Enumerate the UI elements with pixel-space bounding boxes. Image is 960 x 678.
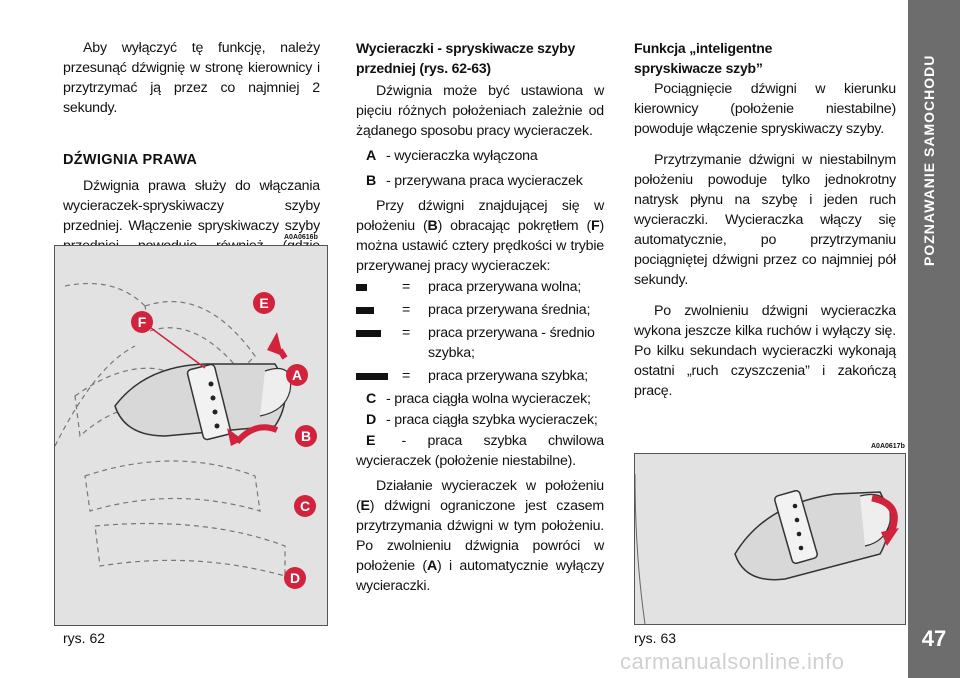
- position-d: D - praca ciągła szybka wycieraczek;: [366, 410, 604, 430]
- interval-paragraph: Przy dźwigni znajdującej się w położeniu…: [356, 196, 604, 276]
- speed-bar: [356, 330, 381, 337]
- smart-washer-heading-line1: Funkcja „inteligentne: [634, 40, 773, 56]
- speed-bar-icon: [356, 366, 402, 386]
- figure-63: [634, 453, 906, 625]
- position-b: B - przerywana praca wycieraczek: [366, 171, 604, 191]
- position-c-text: - praca ciągła wolna wycieraczek;: [386, 391, 591, 407]
- column-right: Funkcja „inteligentne spryskiwacze szyb”…: [634, 38, 896, 401]
- speed-bar-icon: [356, 300, 402, 320]
- position-e: E - praca szybka chwilowa wycieraczek (p…: [356, 431, 604, 471]
- fig62-caption: rys. 62: [63, 630, 106, 646]
- speed-bar-icon: [356, 277, 402, 297]
- fig63-lever-drawing: [634, 473, 899, 625]
- section-heading-right-lever: DŹWIGNIA PRAWA: [63, 152, 198, 168]
- watermark: carmanualsonline.info: [620, 649, 845, 674]
- wipers-heading-close: ): [486, 60, 491, 76]
- pos-e-key-a: A: [426, 558, 437, 574]
- position-d-key: D: [366, 412, 377, 428]
- fig63-caption: rys. 63: [634, 630, 677, 646]
- speed-text: praca przerywana średnia;: [428, 302, 591, 318]
- position-c: C - praca ciągła wolna wycieraczek;: [366, 389, 604, 409]
- position-a: A - wycieraczka wyłączona: [366, 146, 604, 166]
- position-e-key: E: [366, 433, 376, 449]
- speed-text: praca przerywana wolna;: [428, 279, 582, 295]
- speed-bar: [356, 307, 374, 314]
- position-b-key: B: [366, 173, 377, 189]
- column-middle: Wycieraczki - spryskiwacze szyby przedni…: [356, 38, 604, 596]
- pos-e-text-3: ) i automatycznie wyłączy wycieraczki.: [356, 558, 604, 594]
- wipers-heading: Wycieraczki - spryskiwacze szyby przedni…: [356, 38, 604, 78]
- figure-62: F E A B C D: [54, 245, 328, 626]
- speed-item: = praca przerywana wolna;: [356, 277, 604, 297]
- position-d-text: - praca ciągła szybka wycieraczek;: [386, 412, 598, 428]
- position-e-text: - praca szybka chwilowa wycieraczek (poł…: [356, 433, 604, 469]
- fig62-code: A0A0616b: [284, 234, 318, 241]
- position-e-paragraph: Działanie wycieraczek w położeniu (E) dź…: [356, 476, 604, 596]
- speed-item: = praca przerywana szybka;: [356, 366, 604, 386]
- speed-equals: =: [402, 279, 411, 295]
- smart-washer-p3: Po zwolnieniu dźwigni wycieraczka wykona…: [634, 303, 896, 399]
- interval-key-f: F: [591, 218, 600, 234]
- section-title: POZNAWANIE SAMOCHODU: [921, 54, 937, 266]
- interval-text-1: Przy dźwigni znajdującej się w położeniu…: [356, 198, 604, 234]
- fig62-label-e: E: [259, 295, 268, 311]
- speed-equals: =: [402, 325, 411, 341]
- fig62-label-d: D: [290, 570, 300, 586]
- interval-text-2: ) obracając pokrętłem (: [437, 218, 592, 234]
- smart-washer-heading: Funkcja „inteligentne spryskiwacze szyb”: [634, 38, 896, 78]
- interval-key-b: B: [427, 218, 438, 234]
- smart-washer-heading-line2: spryskiwacze szyb”: [634, 60, 763, 76]
- speed-list: = praca przerywana wolna; = praca przerywan…: [356, 277, 604, 386]
- speed-text: praca przerywana - średnio szybka;: [428, 325, 595, 361]
- wipers-heading-main: Wycieraczki - spryskiwacze szyby przedni…: [356, 40, 576, 76]
- pos-e-text-1: Działanie wycieraczek w położeniu (: [356, 478, 604, 514]
- wipers-heading-ref: rys. 62-63: [423, 60, 487, 76]
- pos-e-key-e: E: [360, 498, 370, 514]
- fig62-label-f: F: [138, 314, 147, 330]
- fig62-label-b: B: [301, 428, 311, 444]
- position-a-text: - wycieraczka wyłączona: [386, 148, 538, 164]
- speed-equals: =: [402, 302, 411, 318]
- speed-item: = praca przerywana średnia;: [356, 300, 604, 320]
- speed-bar-icon: [356, 323, 402, 343]
- speed-equals: =: [402, 368, 411, 384]
- position-a-key: A: [366, 148, 377, 164]
- speed-bar: [356, 284, 367, 291]
- smart-washer-p2: Przytrzymanie dźwigni w niestabilnym poł…: [634, 152, 896, 288]
- intro-paragraph: Aby wyłączyć tę funkcję, należy przesuną…: [63, 40, 320, 116]
- fig62-label-a: A: [292, 367, 302, 383]
- position-b-text: - przerywana praca wycieraczek: [386, 173, 583, 189]
- section-sidebar: POZNAWANIE SAMOCHODU 47: [908, 0, 960, 678]
- pos-e-text-2: ) dźwigni ograniczone jest czasem przytr…: [356, 498, 604, 574]
- fig63-code: A0A0617b: [871, 443, 905, 450]
- interval-text-3: ) można ustawić cztery prędkości w trybi…: [356, 218, 604, 274]
- speed-bar: [356, 373, 388, 380]
- position-c-key: C: [366, 391, 377, 407]
- page-number: 47: [921, 626, 947, 651]
- smart-washer-p1: Pociągnięcie dźwigni w kierunku kierowni…: [634, 81, 896, 137]
- speed-item: = praca przerywana - średnio szybka;: [356, 323, 604, 363]
- fig62-label-c: C: [300, 498, 310, 514]
- speed-text: praca przerywana szybka;: [428, 368, 589, 384]
- wipers-intro: Dźwignia może być ustawiona w pięciu róż…: [356, 83, 604, 139]
- fig62-lever-drawing: F E A B C D: [54, 283, 317, 589]
